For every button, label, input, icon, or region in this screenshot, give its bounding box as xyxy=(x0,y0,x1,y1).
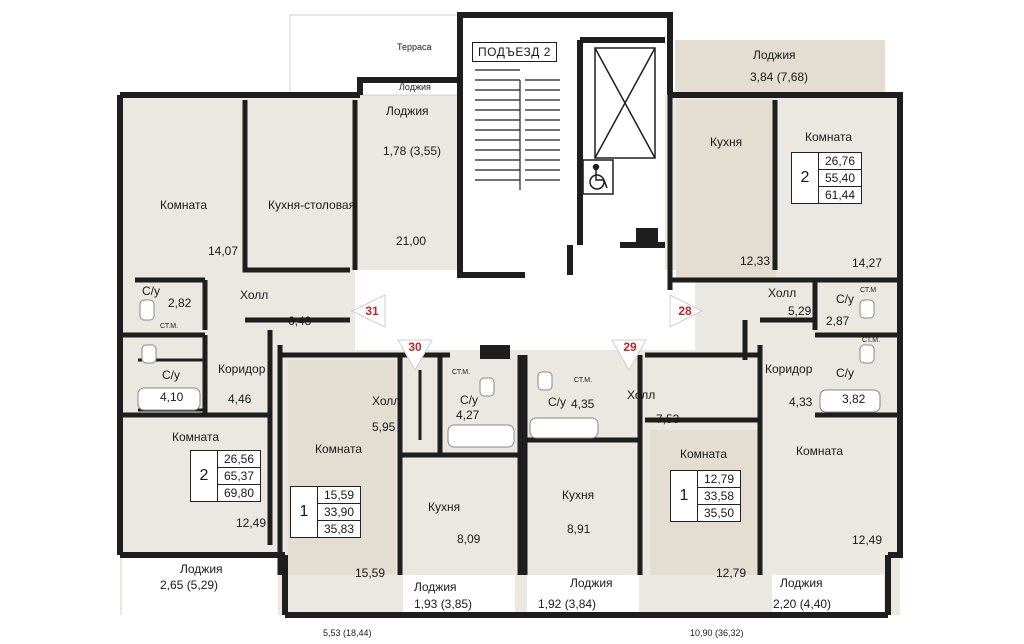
apt31-loggia-label: Лоджия xyxy=(180,562,223,576)
apt30-loggia-label: Лоджия xyxy=(414,580,457,594)
apt28-room2-area: 12,49 xyxy=(852,533,883,547)
apt31-hall-area: 6,43 xyxy=(288,314,312,328)
apt31-rooms: 2 xyxy=(191,451,218,501)
apt30-hall-area: 5,95 xyxy=(372,420,396,434)
washer-label-5: СТ.М. xyxy=(862,337,881,344)
apt30-number: 30 xyxy=(408,340,422,354)
apt30-total-area: 33,90 xyxy=(318,504,361,521)
apt30-loggia-area: 1,93 (3,85) xyxy=(414,597,473,611)
apartment-markers xyxy=(350,294,704,372)
apt29-rooms: 1 xyxy=(671,471,698,521)
apt28-corridor-area: 4,33 xyxy=(789,395,813,409)
apt29-summary: 1 12,79 33,58 35,50 xyxy=(670,470,742,522)
apt31-corridor-label: Коридор xyxy=(218,362,266,376)
apt28-living-area: 26,76 xyxy=(819,153,862,170)
apt30-kitchen-label: Кухня xyxy=(428,500,461,514)
apt28-loggia-label: Лоджия xyxy=(780,576,823,590)
apt29-loggia-area: 1,92 (3,84) xyxy=(538,597,597,611)
apt30-summary: 1 15,59 33,90 35,83 xyxy=(290,486,362,538)
apt29-bath-area: 4,35 xyxy=(571,397,595,411)
apt30-bath-label: С/у xyxy=(460,393,478,407)
apt29-hall-label: Холл xyxy=(627,388,656,402)
apt30-total-with-loggia: 35,83 xyxy=(324,522,355,536)
apt31-hall-label: Холл xyxy=(240,288,269,302)
apt28-room2-label: Комната xyxy=(796,444,843,458)
apt29-room-label: Комната xyxy=(680,447,727,461)
apt30-bath-area: 4,27 xyxy=(456,408,480,422)
apt29-hall-area: 7,53 xyxy=(656,412,680,426)
apt30-hall-label: Холл xyxy=(372,394,401,408)
walls xyxy=(117,12,903,618)
apt31-living-area: 26,56 xyxy=(218,451,261,468)
fixtures xyxy=(137,299,881,448)
apt30-room-area: 15,59 xyxy=(355,566,386,580)
loggia-right-label: Лоджия xyxy=(753,48,796,62)
apt28-number: 28 xyxy=(678,304,692,318)
entrance-title: ПОДЪЕЗД 2 xyxy=(472,42,557,62)
apt31-bath2-area: 4,10 xyxy=(160,390,184,404)
apt31-total-area: 65,37 xyxy=(218,468,261,485)
washer-label-2: СТ.М. xyxy=(452,369,471,376)
shafts xyxy=(480,228,658,359)
apt28-rooms: 2 xyxy=(792,153,819,203)
apt29-loggia-label: Лоджия xyxy=(570,576,613,590)
washer-label-4: СТ.М xyxy=(860,287,877,294)
apt28-bath1-label: С/у xyxy=(836,292,854,306)
apt30-kitchen-area: 8,09 xyxy=(457,532,481,546)
apt28-bath2-label: С/у xyxy=(836,366,854,380)
note-right: 10,90 (36,32) xyxy=(690,628,744,638)
room-fills xyxy=(120,14,900,615)
apt28-summary: 2 26,76 55,40 61,44 xyxy=(791,152,863,204)
apt28-hall-label: Холл xyxy=(768,286,797,300)
apt29-kitchen-area: 8,91 xyxy=(567,522,591,536)
apt29-number: 29 xyxy=(623,340,637,354)
apt31-summary: 2 26,56 65,37 69,80 xyxy=(190,450,262,502)
apt29-bath-label: С/у xyxy=(548,395,566,409)
apt31-room2-label: Комната xyxy=(172,430,219,444)
apt31-room-label: Комната xyxy=(160,198,207,212)
loggia-right-area: 3,84 (7,68) xyxy=(750,70,809,84)
apt31-bath1-label: С/у xyxy=(142,284,160,298)
apt28-bath2-area: 3,82 xyxy=(842,392,866,406)
apt31-room2-area: 12,49 xyxy=(236,516,267,530)
apt28-loggia-area: 2,20 (4,40) xyxy=(773,597,832,611)
apt29-total-area: 33,58 xyxy=(698,488,741,505)
apt31-kitchen-area: 21,00 xyxy=(396,234,427,248)
apt31-number: 31 xyxy=(365,304,379,318)
elevator-shaft xyxy=(594,47,656,159)
apt28-room-label: Комната xyxy=(805,130,852,144)
apt31-loggia-area: 2,65 (5,29) xyxy=(160,578,219,592)
accessible-icon xyxy=(582,159,614,195)
apt31-bath1-area: 2,82 xyxy=(168,296,192,310)
apt29-living-area: 12,79 xyxy=(698,471,741,488)
staircase xyxy=(475,69,560,190)
apt30-living-area: 15,59 xyxy=(318,487,361,504)
loggia-left-area: 1,78 (3,55) xyxy=(383,144,442,158)
note-left: 5,53 (18,44) xyxy=(323,628,372,638)
terrace-label: Терраса xyxy=(397,42,432,52)
apt29-kitchen-label: Кухня xyxy=(562,488,595,502)
apt28-total-with-loggia: 61,44 xyxy=(825,188,856,202)
apt31-bath2-label: С/у xyxy=(162,368,180,382)
apt28-hall-area: 5,29 xyxy=(788,304,812,318)
apt31-total-with-loggia: 69,80 xyxy=(224,486,255,500)
washer-label-1: СТ.М. xyxy=(160,323,179,330)
apt29-room-area: 12,79 xyxy=(716,566,747,580)
apt30-rooms: 1 xyxy=(291,487,318,537)
apt31-corridor-area: 4,46 xyxy=(228,392,252,406)
apt28-room-area: 14,27 xyxy=(852,256,883,270)
loggia-small-label: Лоджия xyxy=(399,82,431,92)
loggia-left-label: Лоджия xyxy=(386,104,429,118)
apt28-kitchen-label: Кухня xyxy=(710,135,743,149)
apt29-total-with-loggia: 35,50 xyxy=(704,506,735,520)
apt28-total-area: 55,40 xyxy=(819,170,862,187)
apt31-room-area: 14,07 xyxy=(208,244,239,258)
apt28-kitchen-area: 12,33 xyxy=(740,254,771,268)
apt31-kitchen-label: Кухня-столовая xyxy=(268,198,356,212)
washer-label-3: СТ.М. xyxy=(574,377,593,384)
apt30-room-label: Комната xyxy=(315,442,362,456)
apt28-bath1-area: 2,87 xyxy=(826,314,850,328)
apt28-corridor-label: Коридор xyxy=(765,362,813,376)
